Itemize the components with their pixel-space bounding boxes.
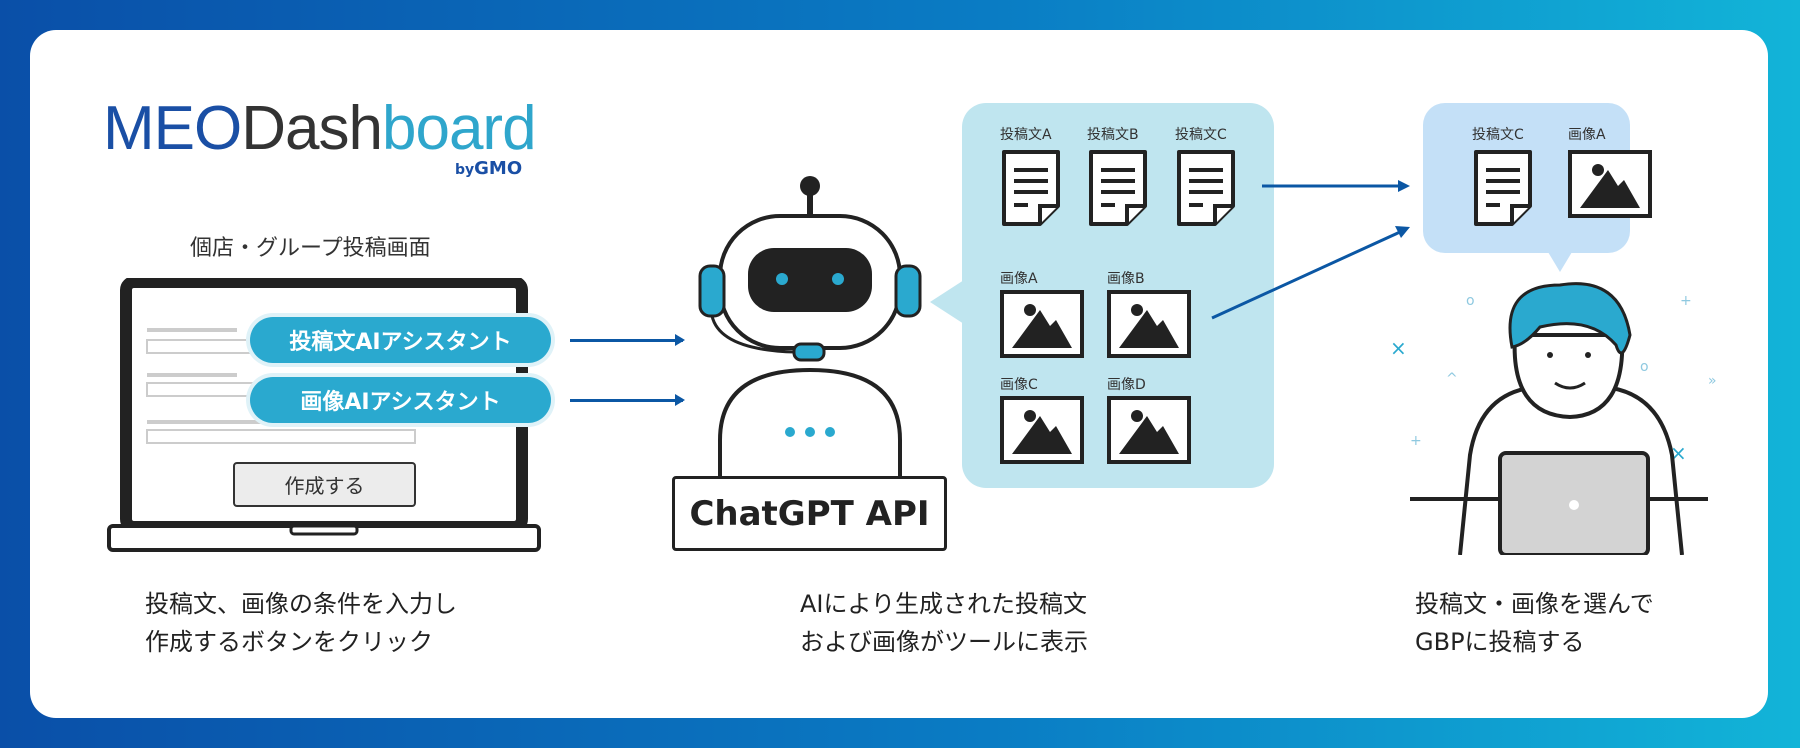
document-icon <box>1474 150 1532 226</box>
logo-dash: Dash <box>241 94 383 163</box>
logo-meo: MEO <box>103 94 242 163</box>
person-at-laptop-illustration: o+×^o»+× <box>1390 282 1717 555</box>
image-label: 画像C <box>1000 377 1038 393</box>
document-icon[interactable] <box>1087 148 1151 228</box>
step2-caption: AIにより生成された投稿文および画像がツールに表示 <box>800 585 1088 661</box>
doc-label: 投稿文B <box>1087 127 1139 143</box>
logo-board: board <box>381 94 537 163</box>
svg-text:»: » <box>1708 373 1717 389</box>
doc-label: 投稿文C <box>1175 127 1227 143</box>
step3-caption: 投稿文・画像を選んで GBPに投稿する <box>1415 585 1654 661</box>
image-ai-assistant-pill[interactable]: 画像AIアシスタント <box>250 377 551 423</box>
svg-text:×: × <box>1390 336 1407 360</box>
svg-text:o: o <box>1640 359 1649 375</box>
image-icon <box>1568 150 1652 218</box>
svg-text:+: + <box>1410 433 1422 449</box>
svg-text:^: ^ <box>1446 371 1458 387</box>
chatgpt-api-label: ChatGPT API <box>672 476 947 551</box>
doc-label: 投稿文A <box>1000 127 1052 143</box>
svg-text:+: + <box>1680 293 1692 309</box>
selection-arrows <box>1211 180 1410 320</box>
selected-image-label: 画像A <box>1568 127 1606 143</box>
by-gmo: byGMO <box>455 158 522 179</box>
image-label: 画像A <box>1000 271 1038 287</box>
image-icon[interactable] <box>1107 396 1191 464</box>
create-button[interactable]: 作成する <box>233 462 416 507</box>
post-text-ai-assistant-pill[interactable]: 投稿文AIアシスタント <box>250 317 551 363</box>
arrow-right <box>570 334 685 346</box>
robot-icon <box>698 176 922 476</box>
caption-line: 投稿文、画像の条件を入力し <box>145 590 457 618</box>
logo-gmo: GMO <box>474 158 523 179</box>
caption-line: 作成するボタンをクリック <box>145 628 433 656</box>
selected-doc-label: 投稿文C <box>1472 127 1524 143</box>
caption-line: 投稿文・画像を選んで <box>1415 590 1654 618</box>
caption-line: および画像がツールに表示 <box>800 628 1088 656</box>
caption-line: GBPに投稿する <box>1415 628 1585 656</box>
image-icon[interactable] <box>1000 290 1084 358</box>
caption-line: AIにより生成された投稿文 <box>800 590 1088 618</box>
step1-caption: 投稿文、画像の条件を入力し作成するボタンをクリック <box>145 585 457 661</box>
document-icon[interactable] <box>1175 148 1239 228</box>
image-label: 画像B <box>1107 271 1145 287</box>
screen-title: 個店・グループ投稿画面 <box>190 236 431 261</box>
bubble-tail <box>930 280 964 324</box>
meo-dashboard-logo: MEODashboard <box>103 98 537 160</box>
svg-text:o: o <box>1466 293 1475 309</box>
image-icon[interactable] <box>1000 396 1084 464</box>
arrow-right <box>570 394 685 406</box>
bubble-tail <box>1548 252 1572 272</box>
image-icon[interactable] <box>1107 290 1191 358</box>
image-label: 画像D <box>1107 377 1146 393</box>
document-icon[interactable] <box>1000 148 1064 228</box>
logo-by: by <box>455 162 475 178</box>
